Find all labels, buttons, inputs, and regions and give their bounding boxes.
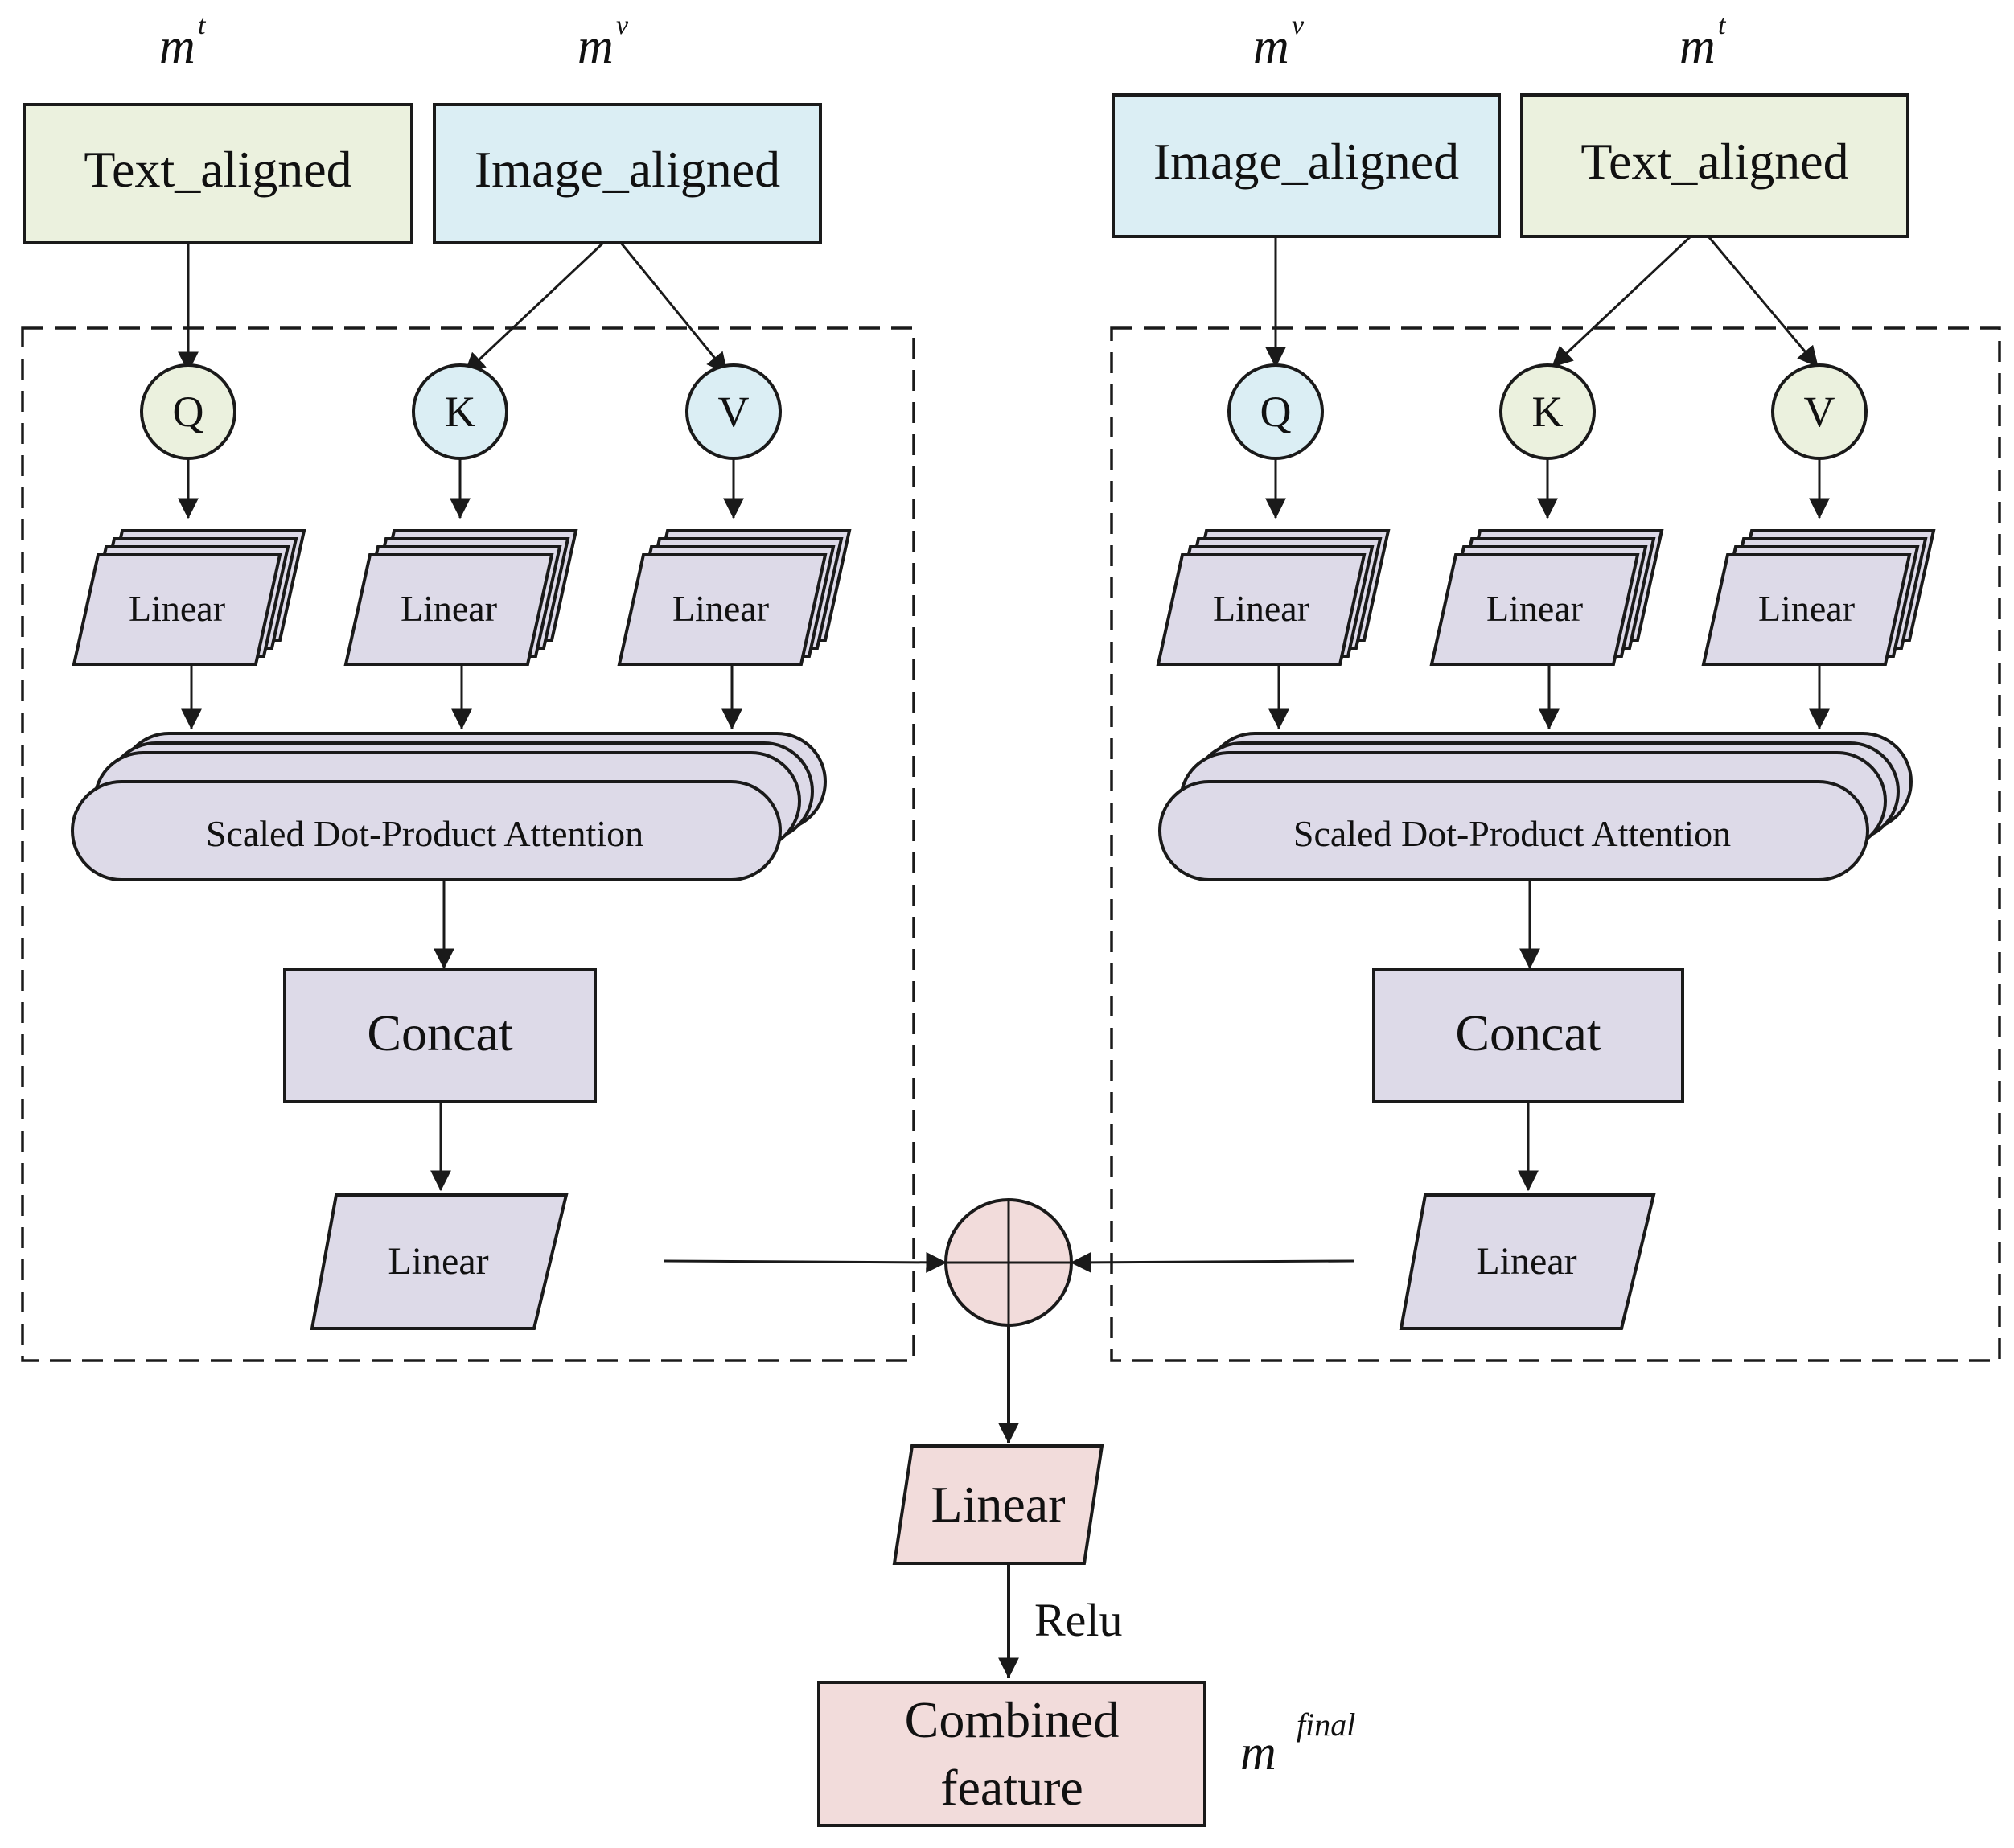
right-attention-block — [1110, 326, 2001, 1362]
image-input-box — [433, 103, 822, 244]
output-line1: Combined — [905, 1691, 1120, 1748]
text-input-box — [23, 103, 413, 244]
linear-out-shape — [310, 1193, 569, 1330]
left-attention-block — [21, 326, 915, 1362]
left-concat: Concat — [283, 968, 597, 1103]
text-input-box — [1520, 93, 1909, 238]
symbol-superscript: v — [616, 10, 629, 40]
right-linear-k-stack: Linear — [1429, 529, 1664, 666]
combined-feature-output: Combined feature — [817, 1681, 1206, 1827]
edge-right-to-sum — [1070, 1251, 1355, 1273]
relu-label: Relu — [1034, 1594, 1123, 1646]
output-box — [817, 1681, 1206, 1827]
q-label: Q — [173, 388, 204, 436]
image-input-box — [1112, 93, 1501, 238]
linear-layer — [72, 553, 282, 666]
right-q-node: Q — [1227, 363, 1324, 460]
linear-v-label: Linear — [672, 588, 769, 629]
text-input-label: Text_aligned — [1580, 133, 1848, 190]
math-symbol-left-image: m v — [577, 10, 629, 74]
right-attention-stack: Scaled Dot-Product Attention — [1158, 732, 1913, 881]
edge-text-to-k — [1551, 235, 1692, 368]
linear-layer — [1429, 553, 1640, 666]
linear-q-label: Linear — [129, 588, 225, 629]
left-text-input: Text_aligned — [23, 103, 413, 244]
right-v-node: V — [1771, 363, 1868, 460]
symbol-base: m — [1679, 19, 1716, 74]
linear-layer — [1156, 553, 1367, 666]
left-linear-out: Linear — [310, 1193, 569, 1330]
linear-out-shape — [1399, 1193, 1656, 1330]
linear-layer — [343, 553, 554, 666]
left-k-node: K — [412, 363, 508, 460]
linear-k-label: Linear — [401, 588, 497, 629]
attention-head — [71, 780, 782, 881]
right-linear-v-stack: Linear — [1701, 529, 1936, 666]
edge-left-to-sum — [664, 1251, 947, 1273]
k-label: K — [445, 388, 476, 436]
text-input-label: Text_aligned — [84, 141, 351, 198]
left-attention-stack: Scaled Dot-Product Attention — [71, 732, 827, 881]
left-linear-v-stack: Linear — [617, 529, 852, 666]
edge-text-to-v — [1707, 236, 1819, 368]
edge-image-to-k — [463, 241, 605, 375]
linear-v-label: Linear — [1758, 588, 1855, 629]
linear-k-label: Linear — [1486, 588, 1583, 629]
k-label: K — [1532, 388, 1564, 436]
attention-label: Scaled Dot-Product Attention — [206, 813, 643, 854]
linear-layer — [617, 553, 828, 666]
linear-layer — [1701, 553, 1912, 666]
output-line2: feature — [940, 1759, 1083, 1816]
concat-label: Concat — [367, 1004, 513, 1062]
left-image-input: Image_aligned — [433, 103, 822, 244]
concat-box — [1372, 968, 1684, 1103]
v-label: V — [1804, 388, 1835, 436]
left-linear-q-stack: Linear — [72, 529, 306, 666]
symbol-base: m — [1253, 19, 1289, 74]
symbol-superscript: t — [198, 10, 207, 40]
fusion-linear-label: Linear — [931, 1476, 1066, 1533]
right-concat: Concat — [1372, 968, 1684, 1103]
linear-out-label: Linear — [388, 1240, 488, 1283]
symbol-base: m — [1240, 1726, 1276, 1780]
right-image-input: Image_aligned — [1112, 93, 1501, 238]
v-label: V — [718, 388, 750, 436]
attention-head — [1158, 780, 1869, 881]
linear-out-label: Linear — [1476, 1240, 1576, 1283]
right-linear-q-stack: Linear — [1156, 529, 1391, 666]
math-symbol-right-image: m v — [1253, 10, 1305, 74]
math-symbol-left-text: m t — [159, 10, 207, 74]
image-input-label: Image_aligned — [1153, 133, 1459, 190]
left-v-node: V — [685, 363, 782, 460]
fusion-linear-shape — [892, 1444, 1104, 1565]
right-k-node: K — [1499, 363, 1596, 460]
math-symbol-right-text: m t — [1679, 10, 1727, 74]
symbol-superscript: v — [1292, 10, 1305, 40]
right-linear-out: Linear — [1399, 1193, 1656, 1330]
symbol-base: m — [577, 19, 614, 74]
image-input-label: Image_aligned — [475, 141, 780, 198]
symbol-base: m — [159, 19, 195, 74]
fusion-linear: Linear — [892, 1444, 1104, 1565]
attention-label: Scaled Dot-Product Attention — [1293, 813, 1731, 854]
concat-label: Concat — [1455, 1004, 1601, 1062]
symbol-superscript: t — [1718, 10, 1727, 40]
circle-plus-icon — [944, 1198, 1073, 1327]
math-symbol-final: m final — [1240, 1706, 1355, 1780]
right-text-input: Text_aligned — [1520, 93, 1909, 238]
q-label: Q — [1260, 388, 1292, 436]
left-q-node: Q — [140, 363, 236, 460]
left-linear-k-stack: Linear — [343, 529, 578, 666]
symbol-superscript: final — [1297, 1706, 1355, 1743]
linear-q-label: Linear — [1213, 588, 1309, 629]
edge-image-to-v — [619, 242, 729, 375]
